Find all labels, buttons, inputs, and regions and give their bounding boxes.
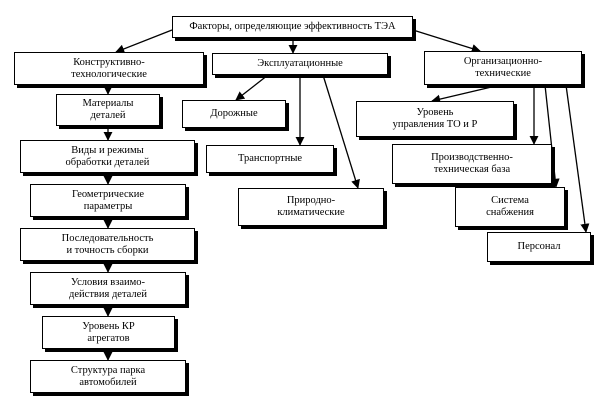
node-production-base: Производственно- техническая база <box>392 144 552 184</box>
node-overhaul: Уровень КР агрегатов <box>42 316 175 349</box>
node-roads: Дорожные <box>182 100 286 128</box>
root-node: Факторы, определяющие эффективность ТЭА <box>172 16 413 38</box>
node-geometry: Геометрические параметры <box>30 184 186 217</box>
node-materials: Материалы деталей <box>56 94 160 126</box>
node-transport: Транспортные <box>206 145 334 173</box>
arrow-operational-roads <box>235 74 269 101</box>
node-personnel: Персонал <box>487 232 591 262</box>
arrow-org-personnel <box>565 84 590 233</box>
arrow-root-to-constructive <box>115 29 173 54</box>
arrow-root-to-organizational <box>412 29 481 53</box>
node-supply: Система снабжения <box>455 187 565 227</box>
node-climate: Природно- климатические <box>238 188 384 226</box>
arrow-org-management <box>431 84 501 104</box>
group-operational: Эксплуатационные <box>212 53 388 75</box>
group-organizational: Организационно- технические <box>424 51 582 85</box>
node-processing: Виды и режимы обработки деталей <box>20 140 195 173</box>
node-fleet: Структура парка автомобилей <box>30 360 186 393</box>
node-assembly: Последовательность и точность сборки <box>20 228 195 261</box>
arrow-org-supply <box>544 84 560 188</box>
node-management: Уровень управления ТО и Р <box>356 101 514 137</box>
node-interaction: Условия взаимо- действия деталей <box>30 272 186 305</box>
arrow-operational-climate <box>322 74 360 189</box>
group-constructive: Конструктивно- технологические <box>14 52 204 85</box>
